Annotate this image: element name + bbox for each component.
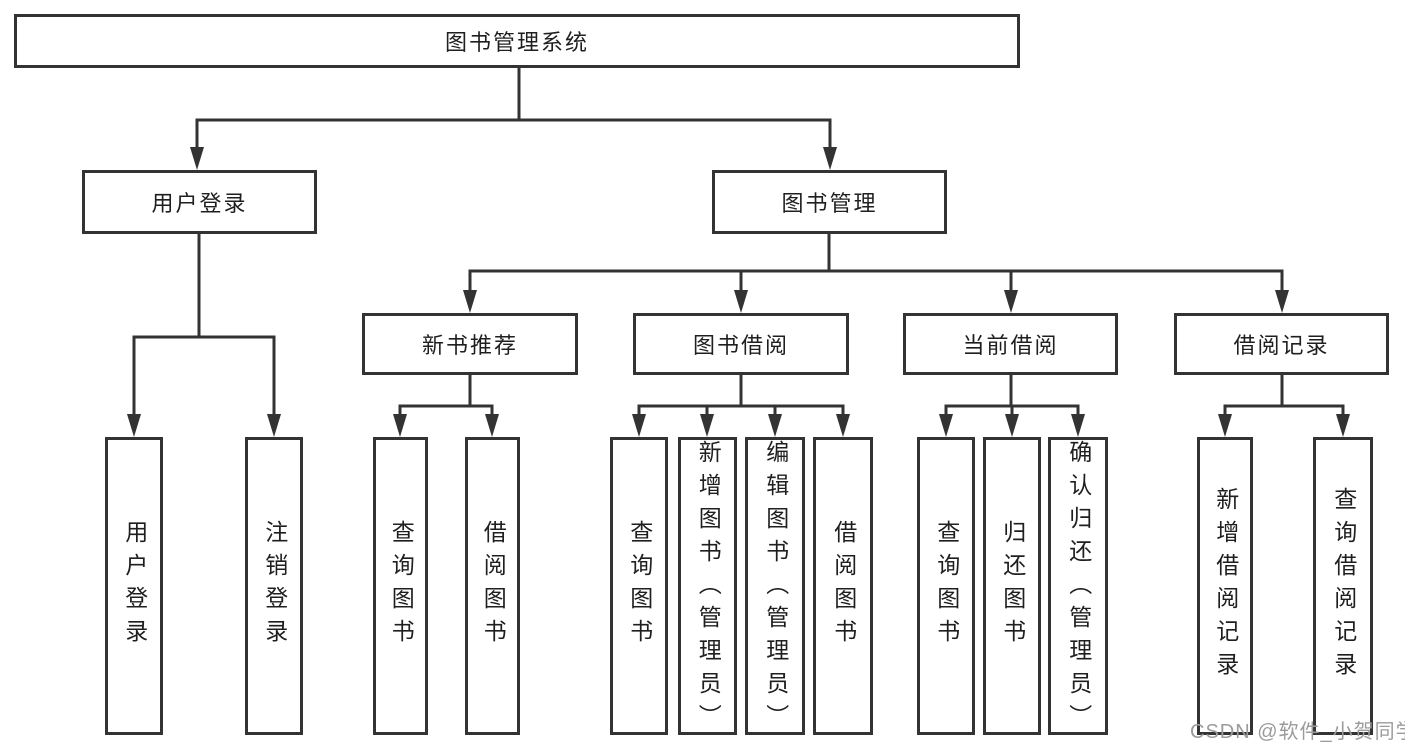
leaf-query-books-current: 查询图书 [917, 437, 975, 735]
node-current-borrow: 当前借阅 [903, 313, 1118, 375]
node-book-management-label: 图书管理 [781, 191, 878, 216]
leaf-query-books-current-label: 查询图书 [933, 520, 960, 652]
node-root: 图书管理系统 [14, 14, 1020, 68]
node-root-label: 图书管理系统 [444, 30, 589, 55]
leaf-add-book-admin-label: 新增图书（管理员） [695, 440, 722, 737]
leaf-user-login: 用户登录 [105, 437, 163, 735]
node-current-borrow-label: 当前借阅 [962, 333, 1059, 358]
leaf-query-books-recommend-label: 查询图书 [388, 520, 415, 652]
leaf-add-borrow-record-label: 新增借阅记录 [1212, 487, 1239, 685]
leaf-query-books-borrow-label: 查询图书 [626, 520, 653, 652]
node-user-login: 用户登录 [82, 170, 317, 234]
node-user-login-label: 用户登录 [151, 191, 248, 216]
leaf-user-login-label: 用户登录 [121, 520, 148, 652]
leaf-return-books: 归还图书 [983, 437, 1041, 735]
leaf-query-borrow-record: 查询借阅记录 [1313, 437, 1373, 735]
leaf-borrow-books-recommend-label: 借阅图书 [480, 520, 507, 652]
leaf-logout: 注销登录 [245, 437, 303, 735]
leaf-confirm-return-admin-label: 确认归还（管理员） [1065, 440, 1092, 737]
node-new-book-recommend: 新书推荐 [362, 313, 578, 375]
node-new-book-recommend-label: 新书推荐 [421, 333, 518, 358]
node-book-borrow-label: 图书借阅 [692, 333, 789, 358]
leaf-query-borrow-record-label: 查询借阅记录 [1330, 487, 1357, 685]
node-book-management: 图书管理 [712, 170, 947, 234]
leaf-borrow-books-borrow: 借阅图书 [813, 437, 873, 735]
watermark-text: CSDN @软件_小贺同学 [1190, 721, 1405, 743]
leaf-add-borrow-record: 新增借阅记录 [1197, 437, 1253, 735]
leaf-return-books-label: 归还图书 [999, 520, 1026, 652]
leaf-edit-book-admin-label: 编辑图书（管理员） [762, 440, 789, 737]
leaf-query-books-recommend: 查询图书 [373, 437, 428, 735]
leaf-edit-book-admin: 编辑图书（管理员） [745, 437, 805, 737]
leaf-logout-label: 注销登录 [261, 520, 288, 652]
node-borrow-records-label: 借阅记录 [1233, 333, 1330, 358]
node-borrow-records: 借阅记录 [1174, 313, 1389, 375]
leaf-borrow-books-borrow-label: 借阅图书 [830, 520, 857, 652]
leaf-confirm-return-admin: 确认归还（管理员） [1048, 437, 1108, 737]
node-book-borrow: 图书借阅 [633, 313, 849, 375]
leaf-borrow-books-recommend: 借阅图书 [465, 437, 520, 735]
leaf-add-book-admin: 新增图书（管理员） [678, 437, 737, 737]
leaf-query-books-borrow: 查询图书 [610, 437, 668, 735]
